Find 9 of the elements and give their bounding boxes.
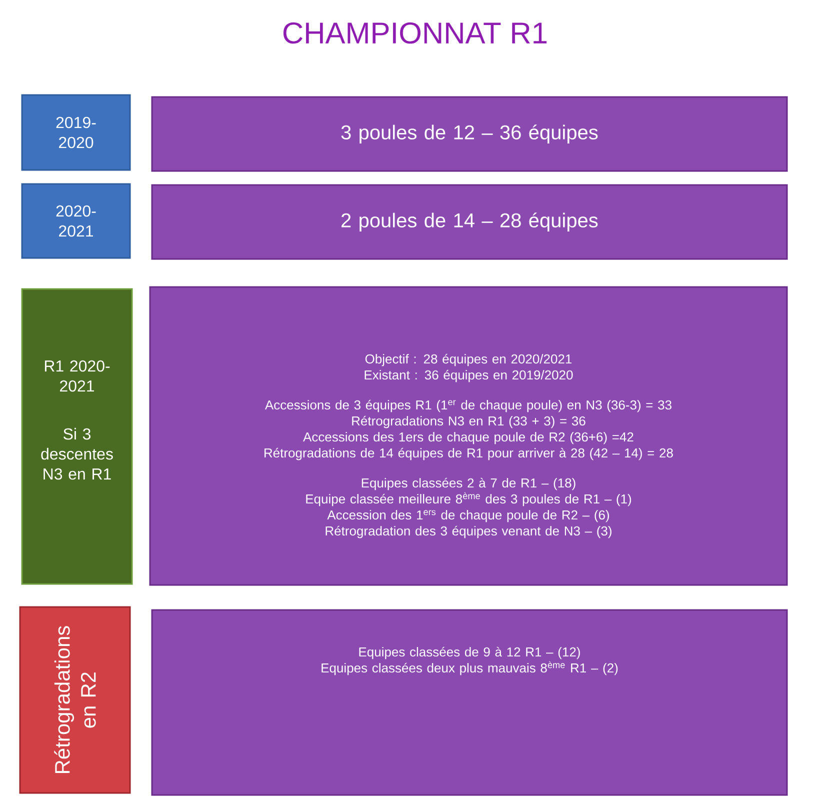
content-box: 2 poules de 14 – 28 équipes	[151, 184, 788, 260]
relegation-box: Rétrogradations en R2	[19, 606, 131, 794]
season-box: 2019-2020	[21, 94, 131, 171]
scenario-box: R1 2020-2021 Si 3 descentes N3 en R1	[21, 288, 133, 585]
content-box: Equipes classées de 9 à 12 R1 – (12) Equipes classées deux plus mauvais 8$^{ème}$ R1 – (2)	[151, 609, 788, 796]
season-box: 2020-2021	[21, 183, 131, 259]
content-box: Objectif : 28 équipes en 2020/2021 Existant : 36 équipes en 2019/2020 Accessions de 3 équipes R1 (1$^{er}$ de chaque poule) en N3 (36-3) = 33 Rétrogradations N3 en R1 (33 + 3) = 36 Accessions des 1ers de chaque poule de R2 (36+6) =42 Rétrogradations de 14 équipes de R1 pour arriver à 28 (42 – 14) = 28 Equipes classées 2 à 7 de R1 – (18) Equipe classée meilleure 8$^{ème}$ des 3 poules de R1 – (1) Accession des 1$^{ers}$ de chaque poule de R2 – (6) Rétrogradation des 3 équipes venant de N3 – (3)	[149, 286, 788, 586]
title: CHAMPIONNAT R1	[283, 22, 547, 44]
content-box: 3 poules de 12 – 36 équipes	[151, 96, 788, 172]
